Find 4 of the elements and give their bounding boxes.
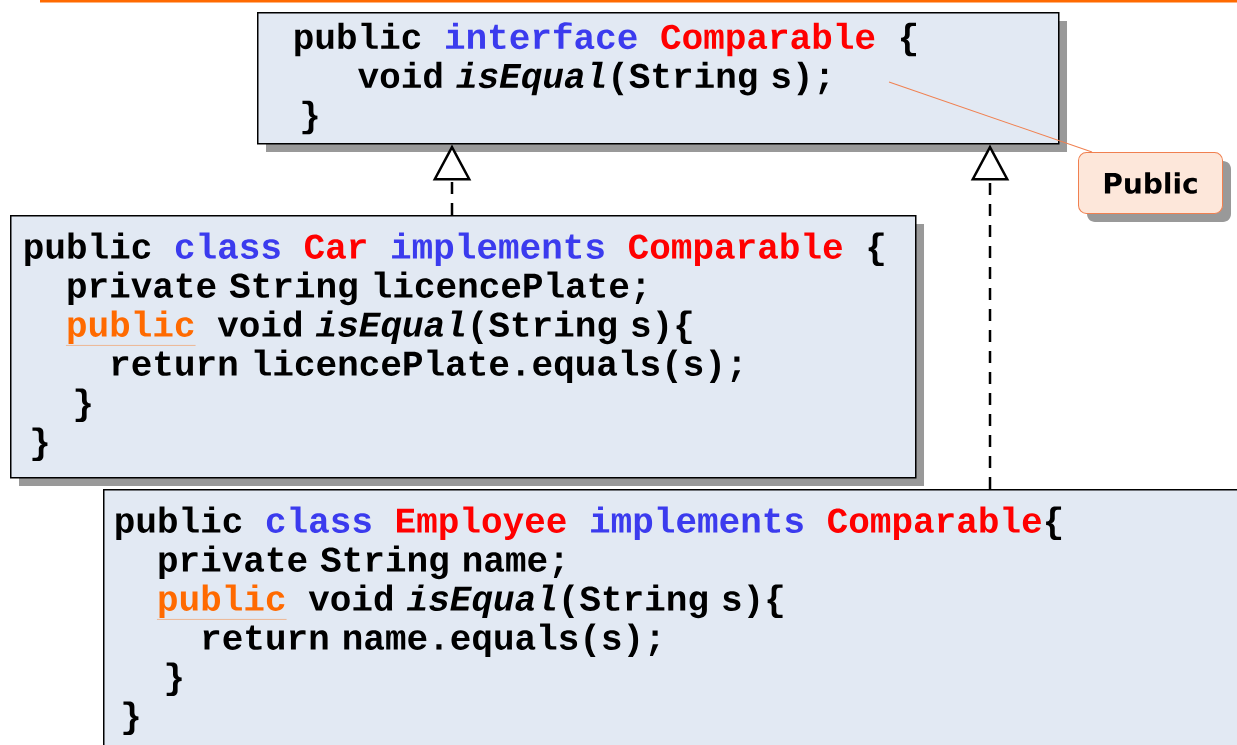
code-box: public interface Comparable { void isEqual(String s); }	[257, 12, 1067, 152]
code-box: public class Employee implements Comparable{ private String name; public void isEqual(String s){ return name.equals(s); } }	[103, 489, 1237, 745]
code-box: public class Car implements Comparable { private String licencePlate; public void isEqual(String s){ return licencePlate.equals(s); } }	[10, 215, 924, 486]
callout-box: Public	[1078, 152, 1231, 222]
